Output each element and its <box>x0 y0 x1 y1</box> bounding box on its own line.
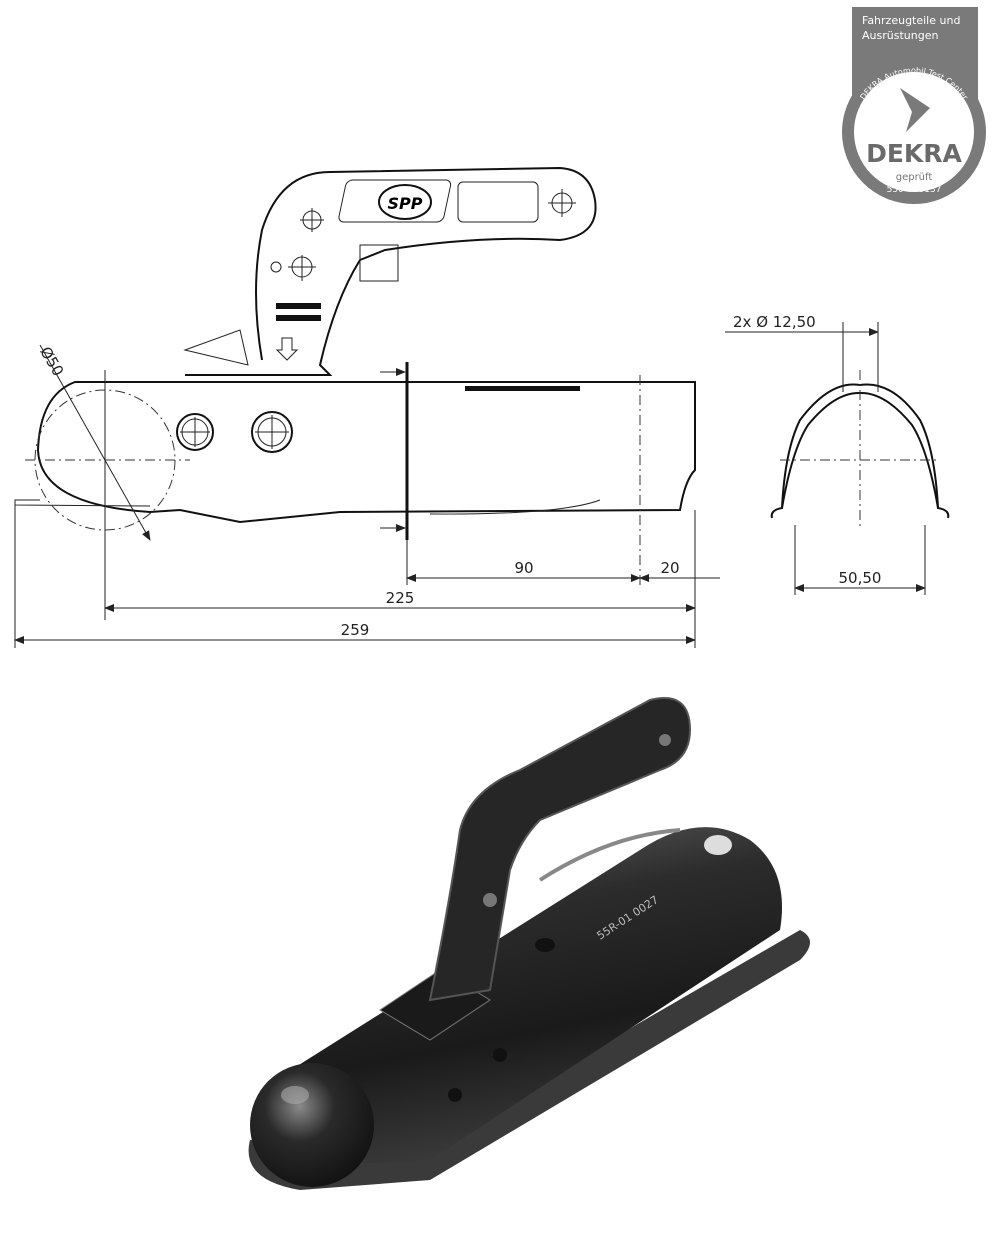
dim-225: 225 <box>386 589 415 607</box>
dim-90: 90 <box>514 559 533 577</box>
spp-logo <box>378 184 432 220</box>
dekra-badge: Fahrzeugteile und Ausrüstungen DEKRA Aut… <box>842 7 986 204</box>
hole-spec-label: 2x Ø 12,50 <box>733 313 816 331</box>
dim-20: 20 <box>660 559 679 577</box>
width-dim-label: 50,50 <box>839 569 882 587</box>
badge-status: geprüft <box>896 172 933 183</box>
badge-line2: Ausrüstungen <box>862 29 938 42</box>
logo-text: SPP <box>388 194 423 213</box>
badge-number: 550-020137 <box>887 185 942 195</box>
dim-259: 259 <box>341 621 370 639</box>
product-image: 55R-01 0027 <box>248 697 811 1190</box>
ball-diameter-label: Ø50 <box>36 344 67 380</box>
dekra-logo-icon <box>900 88 930 132</box>
badge-brand: DEKRA <box>866 139 962 168</box>
side-view: Ø50 SPP 90 20 225 259 <box>14 166 720 648</box>
cross-section-view: 2x Ø 12,50 50,50 <box>725 313 950 595</box>
badge-line1: Fahrzeugteile und <box>862 14 960 27</box>
